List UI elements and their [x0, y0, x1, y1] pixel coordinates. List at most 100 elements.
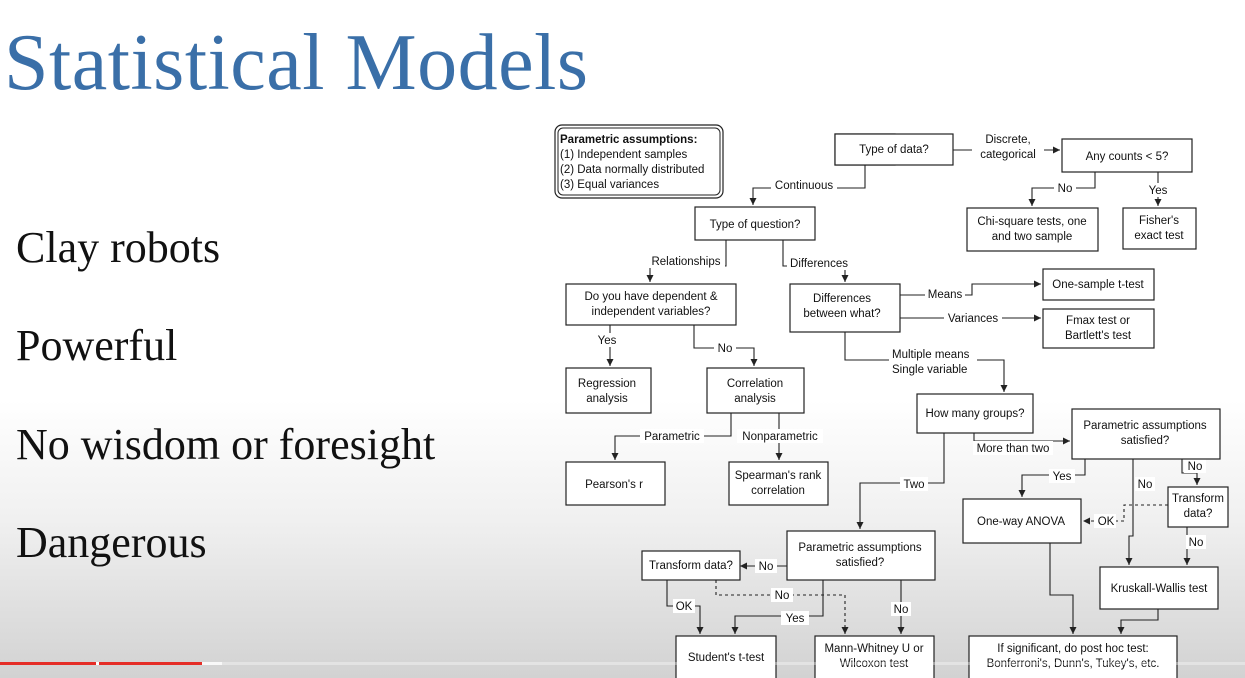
svg-text:Do you have dependent &: Do you have dependent &: [585, 291, 718, 303]
edge-label-no: No: [1188, 461, 1203, 473]
svg-text:independent variables?: independent variables?: [592, 306, 711, 318]
node-fmax: Fmax test or Bartlett's test: [1042, 308, 1155, 349]
svg-text:One-sample t-test: One-sample t-test: [1052, 279, 1144, 291]
edge-label-no: No: [1189, 537, 1204, 549]
edge-label-no: No: [718, 343, 733, 355]
edge-label-parametric: Parametric: [644, 431, 700, 443]
svg-text:One-way ANOVA: One-way ANOVA: [977, 516, 1065, 528]
node-how-many-groups: How many groups?: [916, 393, 1034, 434]
edge-label-no: No: [894, 604, 909, 616]
svg-text:and two sample: and two sample: [992, 231, 1073, 243]
node-dependent-variables: Do you have dependent & independent vari…: [565, 283, 737, 326]
assumptions-heading: Parametric assumptions:: [560, 134, 697, 146]
svg-text:exact test: exact test: [1134, 230, 1184, 242]
svg-text:Differences: Differences: [813, 293, 871, 305]
svg-text:Regression: Regression: [578, 378, 636, 390]
node-students-t: Student's t-test: [675, 635, 777, 678]
edge-label-nonparametric: Nonparametric: [742, 431, 818, 443]
edge-label-ok: OK: [1098, 516, 1115, 528]
played-bar: [0, 662, 202, 665]
svg-text:between what?: between what?: [803, 308, 880, 320]
edge-label-continuous: Continuous: [775, 180, 833, 192]
edge-label-discrete: Discrete,: [985, 134, 1030, 146]
flowchart-edge-labels: Discrete, categorical Continuous No Yes …: [594, 132, 1206, 625]
edge-label-yes: Yes: [1149, 185, 1168, 197]
svg-text:Wilcoxon test: Wilcoxon test: [840, 658, 909, 670]
node-transform-left: Transform data?: [641, 550, 741, 581]
svg-text:analysis: analysis: [586, 393, 628, 405]
svg-text:data?: data?: [1184, 508, 1213, 520]
edge-label-variances: Variances: [948, 313, 999, 325]
edge-label-two: Two: [903, 479, 924, 491]
node-fishers: Fisher's exact test: [1122, 207, 1197, 250]
node-post-hoc: If significant, do post hoc test: Bonfer…: [968, 635, 1178, 678]
svg-text:Pearson's r: Pearson's r: [585, 479, 643, 491]
assumption-item: (3) Equal variances: [560, 179, 659, 191]
node-one-sample-t: One-sample t-test: [1042, 268, 1155, 301]
svg-text:How many groups?: How many groups?: [925, 408, 1024, 420]
svg-text:Mann-Whitney U or: Mann-Whitney U or: [824, 643, 923, 655]
svg-text:Correlation: Correlation: [727, 378, 783, 390]
node-parametric-satisfied-bottom: Parametric assumptions satisfied?: [786, 530, 936, 581]
video-progress-bar[interactable]: [0, 662, 1245, 665]
svg-text:Transform: Transform: [1172, 493, 1224, 505]
svg-text:Student's t-test: Student's t-test: [688, 652, 765, 664]
node-mann-whitney: Mann-Whitney U or Wilcoxon test: [814, 635, 935, 678]
svg-text:Any counts < 5?: Any counts < 5?: [1086, 151, 1169, 163]
node-differences-between: Differences between what?: [789, 283, 901, 333]
edge-label-relationships: Relationships: [651, 256, 720, 268]
edge-label-no: No: [759, 561, 774, 573]
svg-text:Kruskall-Wallis test: Kruskall-Wallis test: [1111, 583, 1209, 595]
edge-label-no: No: [775, 590, 790, 602]
svg-text:satisfied?: satisfied?: [1121, 435, 1170, 447]
bullet-item: Clay robots: [16, 223, 221, 272]
svg-text:Parametric assumptions: Parametric assumptions: [798, 542, 922, 554]
node-spearmans: Spearman's rank correlation: [728, 461, 829, 506]
edge-label-means: Means: [928, 289, 963, 301]
svg-text:Chi-square tests, one: Chi-square tests, one: [977, 216, 1086, 228]
svg-text:satisfied?: satisfied?: [836, 557, 885, 569]
edge-label-yes: Yes: [786, 613, 805, 625]
flowchart-nodes: Parametric assumptions: (1) Independent …: [554, 124, 1229, 678]
node-type-of-data: Type of data?: [834, 133, 954, 166]
edge-label-multiple-means: Multiple means: [892, 349, 970, 361]
assumptions-box: Parametric assumptions: (1) Independent …: [554, 124, 724, 199]
node-chi-square: Chi-square tests, one and two sample: [966, 207, 1099, 252]
svg-text:Spearman's rank: Spearman's rank: [735, 470, 822, 482]
edge-label-discrete: categorical: [980, 149, 1036, 161]
edge-label-yes: Yes: [598, 335, 617, 347]
edge-label-no: No: [1058, 183, 1073, 195]
edge-label-yes: Yes: [1053, 471, 1072, 483]
svg-text:Fmax test or: Fmax test or: [1066, 315, 1130, 327]
assumption-item: (2) Data normally distributed: [560, 164, 704, 176]
node-one-way-anova: One-way ANOVA: [962, 498, 1082, 544]
node-kruskal-wallis: Kruskall-Wallis test: [1099, 566, 1219, 610]
edge-label-more-than-two: More than two: [977, 443, 1050, 455]
chapter-gap: [96, 662, 99, 665]
svg-text:Fisher's: Fisher's: [1139, 215, 1179, 227]
svg-text:Type of question?: Type of question?: [710, 219, 801, 231]
edge-label-differences: Differences: [790, 258, 848, 270]
svg-text:analysis: analysis: [734, 393, 776, 405]
svg-text:Type of data?: Type of data?: [859, 144, 929, 156]
node-parametric-satisfied-right: Parametric assumptions satisfied?: [1071, 408, 1221, 460]
node-any-counts: Any counts < 5?: [1061, 138, 1193, 173]
svg-text:Parametric assumptions: Parametric assumptions: [1083, 420, 1207, 432]
node-regression: Regression analysis: [565, 367, 652, 414]
slide-title: Statistical Models: [4, 19, 589, 107]
svg-text:Bonferroni's, Dunn's, Tukey's,: Bonferroni's, Dunn's, Tukey's, etc.: [987, 658, 1160, 670]
svg-text:Bartlett's test: Bartlett's test: [1065, 330, 1132, 342]
edge-label-multiple-means: Single variable: [892, 364, 967, 376]
svg-text:If significant, do post hoc te: If significant, do post hoc test:: [997, 643, 1149, 655]
node-type-of-question: Type of question?: [694, 206, 816, 241]
node-transform-right: Transform data?: [1167, 486, 1229, 528]
assumption-item: (1) Independent samples: [560, 149, 687, 161]
edge-label-ok: OK: [676, 601, 693, 613]
bullet-item: No wisdom or foresight: [16, 420, 436, 469]
svg-text:correlation: correlation: [751, 485, 805, 497]
bullet-item: Powerful: [16, 321, 178, 370]
bullet-item: Dangerous: [16, 518, 207, 567]
node-correlation: Correlation analysis: [706, 367, 805, 414]
node-pearsons: Pearson's r: [565, 461, 666, 506]
